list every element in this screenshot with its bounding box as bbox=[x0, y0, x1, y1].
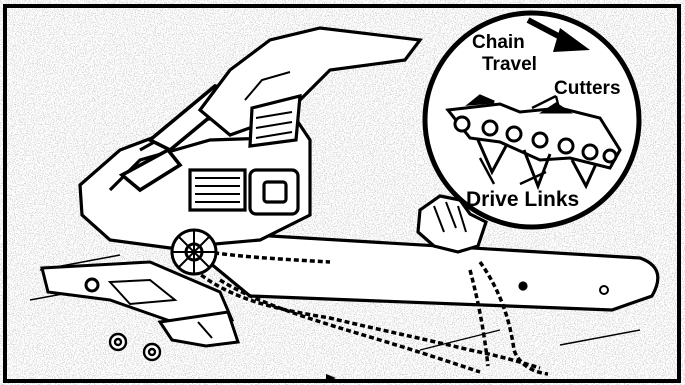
cutters-label: Cutters bbox=[554, 78, 621, 99]
drive-links-label: Drive Links bbox=[466, 188, 579, 211]
magnifier-callout: Chain Travel Cutters Drive Links bbox=[425, 13, 639, 227]
drive-sprocket bbox=[172, 230, 216, 274]
chain-travel-label-line1: Chain bbox=[472, 32, 525, 53]
chain-travel-label-line2: Travel bbox=[482, 54, 537, 75]
